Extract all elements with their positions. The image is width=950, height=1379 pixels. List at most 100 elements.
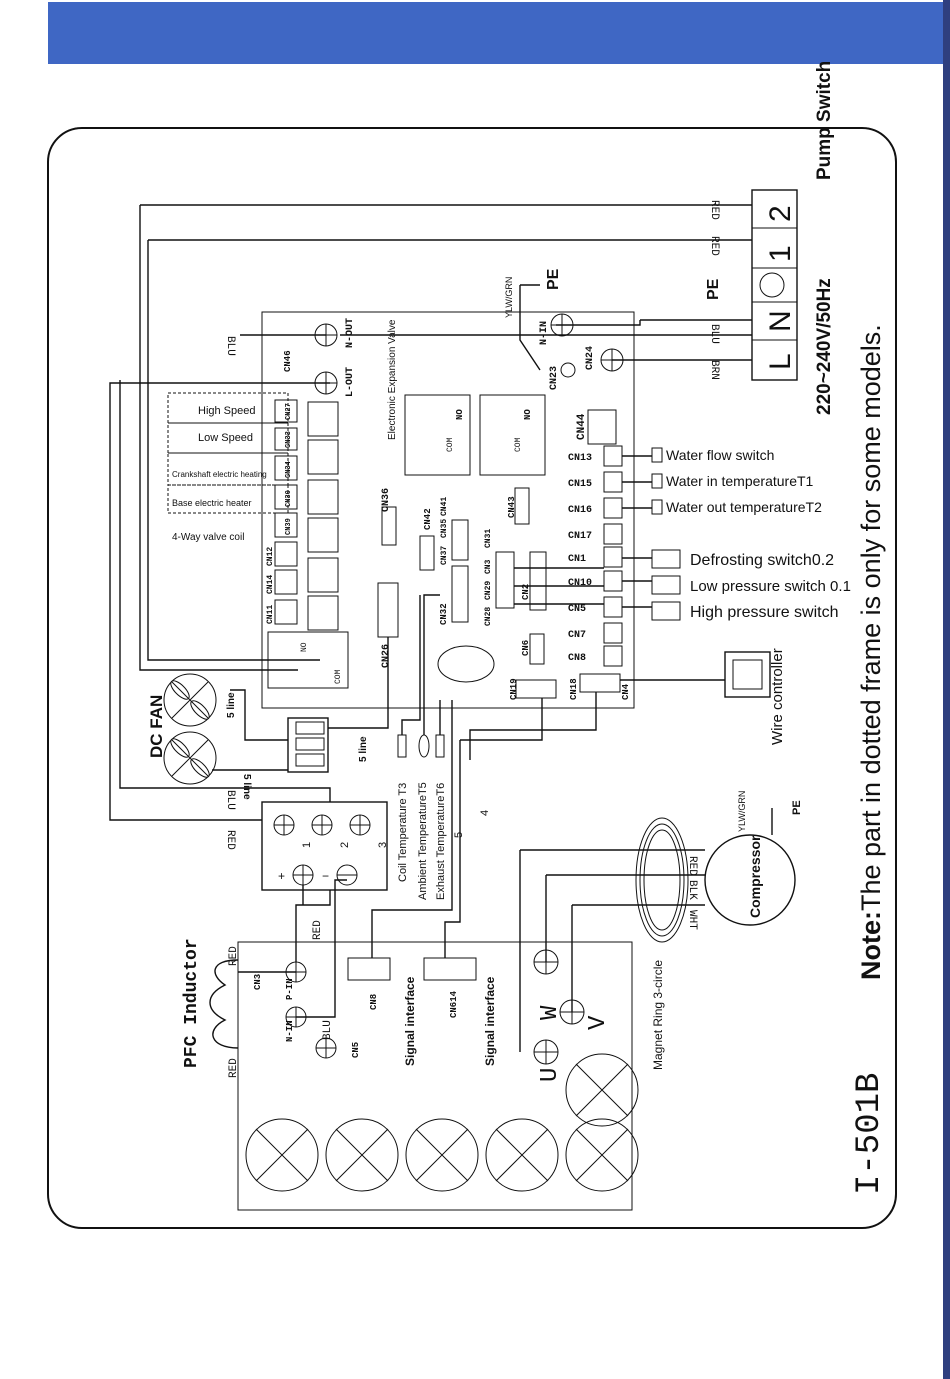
defrosting-switch: Defrosting switch0.2 <box>690 552 834 569</box>
power-supply-label: 220~240V/50Hz <box>814 278 835 415</box>
magnet-ring-label: Magnet Ring 3-circle <box>651 960 665 1070</box>
cn33: CN33 <box>285 431 293 448</box>
wire-controller-label: Wire controller <box>769 648 786 745</box>
water-in-temp: Water in temperatureT1 <box>666 473 814 489</box>
pfc-coil <box>209 959 239 1049</box>
term-1: 1 <box>301 842 313 848</box>
cn17: CN17 <box>568 531 592 542</box>
wire-blu-1: BLU <box>708 324 720 344</box>
page-edge-strip <box>943 0 950 1379</box>
term-3: 3 <box>377 842 389 848</box>
relay-1 <box>404 394 471 476</box>
comp-wire-blk: BLK <box>686 880 698 900</box>
heatsink-fans <box>245 1053 639 1192</box>
cn6: CN6 <box>521 640 531 656</box>
wire-count-5: 5 <box>453 832 465 838</box>
cn13: CN13 <box>568 453 592 464</box>
cn12: CN12 <box>266 547 275 566</box>
ylw-grn-top: YLW/GRN <box>504 277 514 318</box>
sensor-wiring <box>371 594 597 958</box>
cn5-board: CN5 <box>568 604 586 615</box>
compressor-icon <box>635 817 796 943</box>
cn2: CN2 <box>521 584 531 600</box>
water-flow-switch: Water flow switch <box>666 447 774 463</box>
power-terminal-block <box>751 189 798 381</box>
label-n-out: N-OUT <box>345 318 356 348</box>
cn39: CN39 <box>285 518 293 535</box>
cn43: CN43 <box>507 496 517 518</box>
label-eev: Electronic Expansion Valve <box>387 319 398 440</box>
cn19: CN19 <box>509 678 519 700</box>
coil-temp-label: Coil Temperature T3 <box>397 783 409 882</box>
dc-fan-1-icon <box>163 673 217 727</box>
terminal-1: 1 <box>764 245 797 262</box>
wire-controller-box <box>724 651 771 698</box>
inverter-wiring <box>238 879 347 1018</box>
cn11: CN11 <box>266 605 275 624</box>
fan-5-line-2: 5 line <box>241 774 252 800</box>
terminal-2: 2 <box>764 205 797 222</box>
load-high-speed: High Speed <box>198 405 256 417</box>
inv-red-2: RED <box>228 1058 240 1078</box>
board-screws <box>314 313 624 395</box>
signal-interface-1: Signal interface <box>403 976 417 1066</box>
term-2: 2 <box>339 842 351 848</box>
dc-terminal-block <box>261 801 388 891</box>
pfc-inductor-label: PFC Inductor <box>182 938 202 1068</box>
term-minus: − <box>322 869 329 883</box>
fan-5-line-1: 5 line <box>226 692 237 718</box>
cn4: CN4 <box>621 683 631 700</box>
inv-blu: BLU <box>322 1020 334 1040</box>
compressor-wiring <box>519 808 773 1052</box>
header-bar <box>48 2 943 64</box>
inverter-module <box>237 941 633 1211</box>
inv-red-3: RED <box>312 920 324 940</box>
cn28: CN28 <box>484 607 493 626</box>
switch-symbols <box>651 447 681 621</box>
cn30: CN30 <box>285 490 293 507</box>
cn3-board: CN3 <box>484 559 493 574</box>
relay-no-1: NO <box>455 409 465 420</box>
compressor-label: Compressor <box>747 835 763 918</box>
cn26: CN26 <box>381 644 392 668</box>
cn18: CN18 <box>569 678 579 700</box>
cn44: CN44 <box>576 413 588 440</box>
cn1: CN1 <box>568 554 586 565</box>
ylw-grn-comp: YLW/GRN <box>737 791 747 832</box>
water-out-temp: Water out temperatureT2 <box>666 499 822 515</box>
cn10: CN10 <box>568 578 592 589</box>
cn31: CN31 <box>484 529 493 548</box>
cn8-board: CN8 <box>568 653 586 664</box>
relay-2 <box>479 394 546 476</box>
inv-n-in: N-IN <box>285 1020 295 1042</box>
label-l-out: L-OUT <box>345 367 356 397</box>
input-connector-column <box>603 445 623 667</box>
signal-interface-2: Signal interface <box>483 976 497 1066</box>
inv-cn5: CN5 <box>351 1042 361 1058</box>
phase-U: U <box>537 1068 564 1082</box>
input-leads <box>514 455 652 608</box>
note-body: The part in dotted frame is only for som… <box>856 324 886 911</box>
load-connector-blocks <box>274 399 298 625</box>
cn7: CN7 <box>568 630 586 641</box>
note-text: Note:The part in dotted frame is only fo… <box>856 324 886 980</box>
wire-red-3: RED <box>224 830 236 850</box>
cn15: CN15 <box>568 479 592 490</box>
dc-fan-2-icon <box>163 731 217 785</box>
inv-p-in: P-IN <box>285 978 295 1000</box>
wire-blu-2: BLU <box>224 336 236 356</box>
load-4-way-valve: 4-Way valve coil <box>172 532 244 543</box>
load-base-heater: Base electric heater <box>172 498 252 508</box>
exhaust-temp-label: Exhaust TemperatureT6 <box>435 783 447 900</box>
ambient-temp-label: Ambient TemperatureT5 <box>417 782 429 900</box>
relay-com-1: COM <box>446 437 455 452</box>
pe-label-board: PE <box>545 268 562 290</box>
label-n-in: N-IN <box>539 321 550 345</box>
terminal-L: L <box>764 353 797 370</box>
inv-cn3: CN3 <box>253 974 263 990</box>
wire-count-4: 4 <box>479 810 491 816</box>
comp-wire-wht: WHT <box>686 910 698 930</box>
inverter-signal-connectors <box>347 957 477 981</box>
cn36: CN36 <box>381 488 392 512</box>
label-cn46: CN46 <box>283 350 293 372</box>
